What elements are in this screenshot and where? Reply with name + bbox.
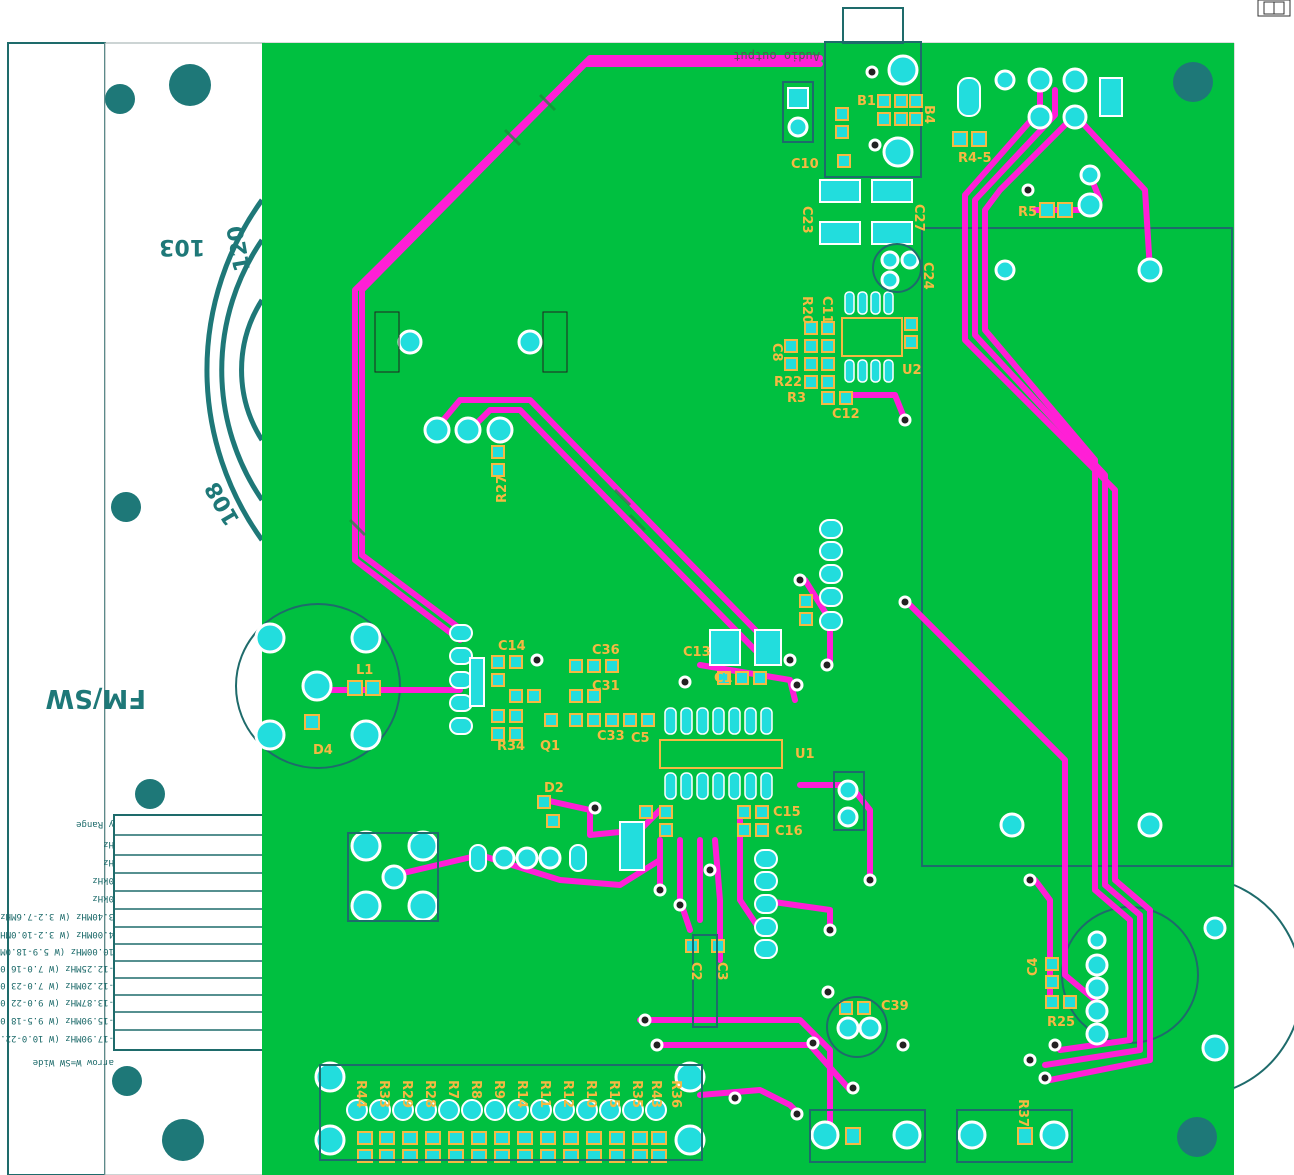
- freq-row: -13.87MHz (W 9.0-22.0MHz): [0, 997, 114, 1007]
- silk-C10: C10: [791, 157, 819, 172]
- silk-C15: C15: [773, 805, 801, 820]
- silk-U2: U2: [902, 363, 922, 378]
- silk-R3: R3: [787, 391, 806, 406]
- silk-L1: L1: [356, 663, 373, 678]
- silk-C39: C39: [881, 999, 909, 1014]
- tuning-dial-arcs: [204, 198, 265, 542]
- silk-R5: R5: [1018, 205, 1037, 220]
- silk-C3: C3: [714, 962, 729, 981]
- freq-row: y Range: [76, 819, 114, 829]
- silk-U1: U1: [795, 747, 815, 762]
- freq-row: 10.00MHz (W 5.9-18.0MHz): [0, 946, 114, 956]
- silk-C23: C23: [799, 206, 814, 234]
- silk-resistor: R11: [537, 1080, 552, 1108]
- silk-C13: C13: [683, 645, 711, 660]
- freq-row: Hz: [103, 839, 114, 849]
- band-label: FM/SW: [45, 683, 146, 713]
- silk-R22: R22: [774, 375, 802, 390]
- freq-row: -15.90MHz (W 9.5-18.0MHz): [0, 1015, 114, 1025]
- silk-C12: C12: [832, 407, 860, 422]
- silk-resistor: R33: [376, 1080, 391, 1108]
- silk-resistor: R36: [668, 1080, 683, 1108]
- freq-table-footer: arrow W=SW Wide: [33, 1057, 114, 1067]
- silkscreen-labels: Audio output B1 B4 C10 R4-5 R5 C23 C27 C…: [313, 49, 1075, 1127]
- silk-R20: R20: [799, 296, 814, 324]
- freq-row: 0kHz: [92, 893, 114, 903]
- silk-R4-5: R4-5: [958, 151, 992, 166]
- freq-row: -17.90MHz (W 10.0-22.0MHz): [0, 1033, 114, 1043]
- silk-C5: C5: [631, 731, 650, 746]
- silk-resistor: R9: [491, 1080, 506, 1099]
- silk-B4: B4: [921, 105, 936, 124]
- freq-row: -12.20MHz (W 7.0-23.0MHz): [0, 980, 114, 990]
- silk-resistor: R12: [560, 1080, 575, 1108]
- silk-C14: C14: [498, 639, 526, 654]
- panel-mount-holes: [105, 64, 211, 1161]
- silk-D2: D2: [544, 781, 564, 796]
- silk-R37: R37: [1015, 1099, 1030, 1127]
- freq-row: 3.40MHz (W 3.2-7.6MHz): [0, 911, 114, 921]
- board-mount-holes: [1173, 62, 1217, 1157]
- silk-D4: D4: [313, 743, 333, 758]
- silk-C16: C16: [775, 824, 803, 839]
- module-outline: [921, 227, 1233, 867]
- silk-resistor: R15: [606, 1080, 621, 1108]
- freq-row: -12.25MHz (W 7.0-16.0MHz): [0, 963, 114, 973]
- silk-C36: C36: [592, 643, 620, 658]
- silk-C1: C1: [714, 671, 733, 686]
- layers-icon[interactable]: [1257, 0, 1291, 17]
- silk-resistor: R14: [514, 1080, 529, 1108]
- silk-C24: C24: [920, 262, 935, 290]
- silk-R27: R27: [495, 475, 510, 503]
- freq-row: 0kHz: [92, 875, 114, 885]
- silk-C11: C11: [819, 296, 834, 324]
- silk-C4: C4: [1026, 957, 1041, 976]
- component-footprints: [254, 54, 1229, 1163]
- silk-resistor: R43: [648, 1080, 663, 1108]
- silk-C27: C27: [911, 204, 926, 232]
- silk-resistor: R10: [583, 1080, 598, 1108]
- frequency-table: y Range Hz Hz 0kHz 0kHz 3.40MHz (W 3.2-7…: [0, 814, 265, 1067]
- silk-B1: B1: [857, 94, 876, 109]
- silk-C2: C2: [688, 962, 703, 981]
- audio-jack-outline: [824, 7, 922, 178]
- silk-Q1: Q1: [540, 739, 560, 754]
- silk-C31: C31: [592, 679, 620, 694]
- silk-R34: R34: [497, 739, 525, 754]
- silk-resistor: R35: [629, 1080, 644, 1108]
- silk-resistor: R44: [353, 1080, 368, 1108]
- pcb-traces: [317, 55, 1153, 1133]
- silk-C33: C33: [597, 729, 625, 744]
- dial-label-103: 103: [159, 234, 205, 259]
- silk-resistor: R29: [399, 1080, 414, 1108]
- knob-outline: [1233, 884, 1294, 1089]
- coil-outline: [235, 603, 401, 769]
- silk-resistor: R7: [445, 1080, 460, 1099]
- silk-C8: C8: [769, 343, 784, 362]
- freq-row: Hz: [103, 857, 114, 867]
- silk-audio-output: Audio output: [733, 49, 820, 63]
- silk-resistor: R28: [422, 1080, 437, 1108]
- silk-resistor: R8: [468, 1080, 483, 1099]
- silk-R25: R25: [1047, 1015, 1075, 1030]
- freq-row: 4.00MHz (W 3.2-10.0MHz): [0, 929, 114, 939]
